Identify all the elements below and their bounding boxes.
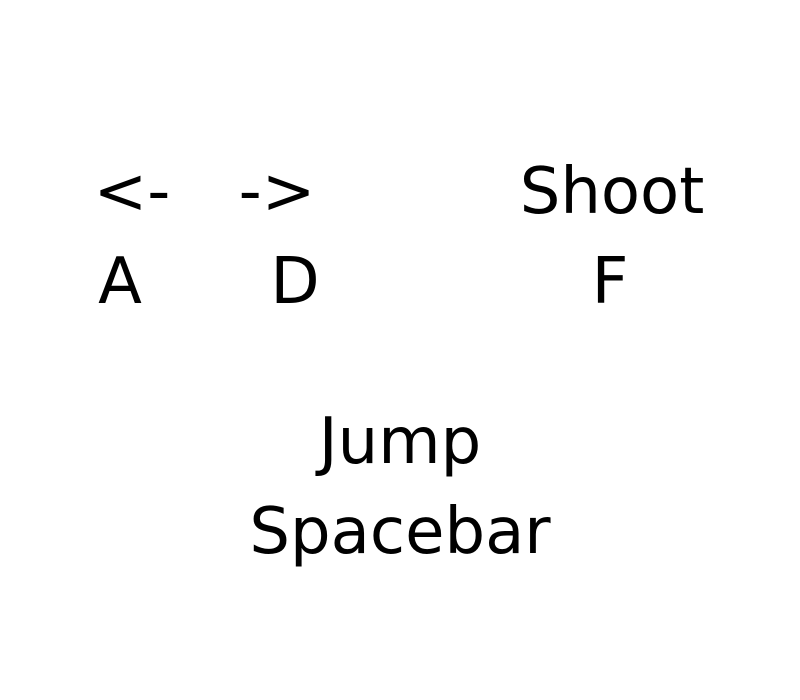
shoot-label: Shoot bbox=[519, 155, 705, 229]
move-right-key: D bbox=[270, 245, 320, 319]
jump-label: Jump bbox=[318, 405, 482, 479]
move-left-arrow: <- bbox=[93, 155, 171, 229]
shoot-key: F bbox=[591, 245, 629, 319]
move-right-arrow: -> bbox=[238, 155, 316, 229]
move-left-key: A bbox=[98, 245, 142, 319]
jump-key: Spacebar bbox=[249, 495, 551, 569]
